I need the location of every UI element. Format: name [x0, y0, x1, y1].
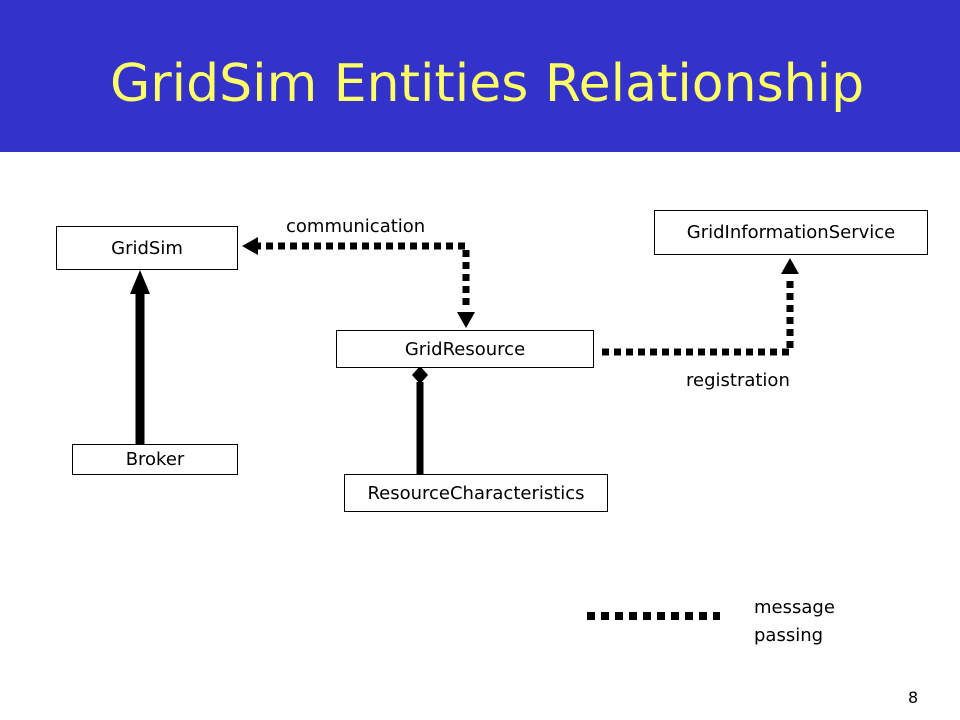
resource-characteristics-box: ResourceCharacteristics [344, 474, 608, 512]
gridresource-box-label: GridResource [404, 338, 526, 360]
slide-header: GridSim Entities Relationship [0, 0, 960, 152]
gridsim-box: GridSim [56, 226, 238, 270]
gridinformationservice-box-label: GridInformationService [686, 222, 896, 243]
broker-box-label: Broker [125, 449, 185, 470]
communication-label: communication [286, 216, 426, 237]
legend-label-line-2: passing [754, 625, 824, 646]
registration-label: registration [686, 370, 790, 391]
page-number: 8 [908, 688, 919, 707]
characteristics-to-resource-connector [412, 366, 428, 474]
legend-label-line-1: message [754, 597, 835, 618]
broker-box: Broker [72, 444, 238, 475]
broker-to-gridsim-connector [130, 270, 150, 444]
legend-label: message passing [754, 594, 835, 650]
gridresource-box: GridResource [336, 330, 594, 368]
gridsim-box-label: GridSim [111, 237, 183, 259]
slide-title: GridSim Entities Relationship [110, 54, 865, 114]
communication-connector [242, 237, 475, 328]
resource-characteristics-box-label: ResourceCharacteristics [367, 482, 585, 504]
registration-connector [602, 258, 799, 356]
gridinformationservice-box: GridInformationService [654, 210, 928, 255]
